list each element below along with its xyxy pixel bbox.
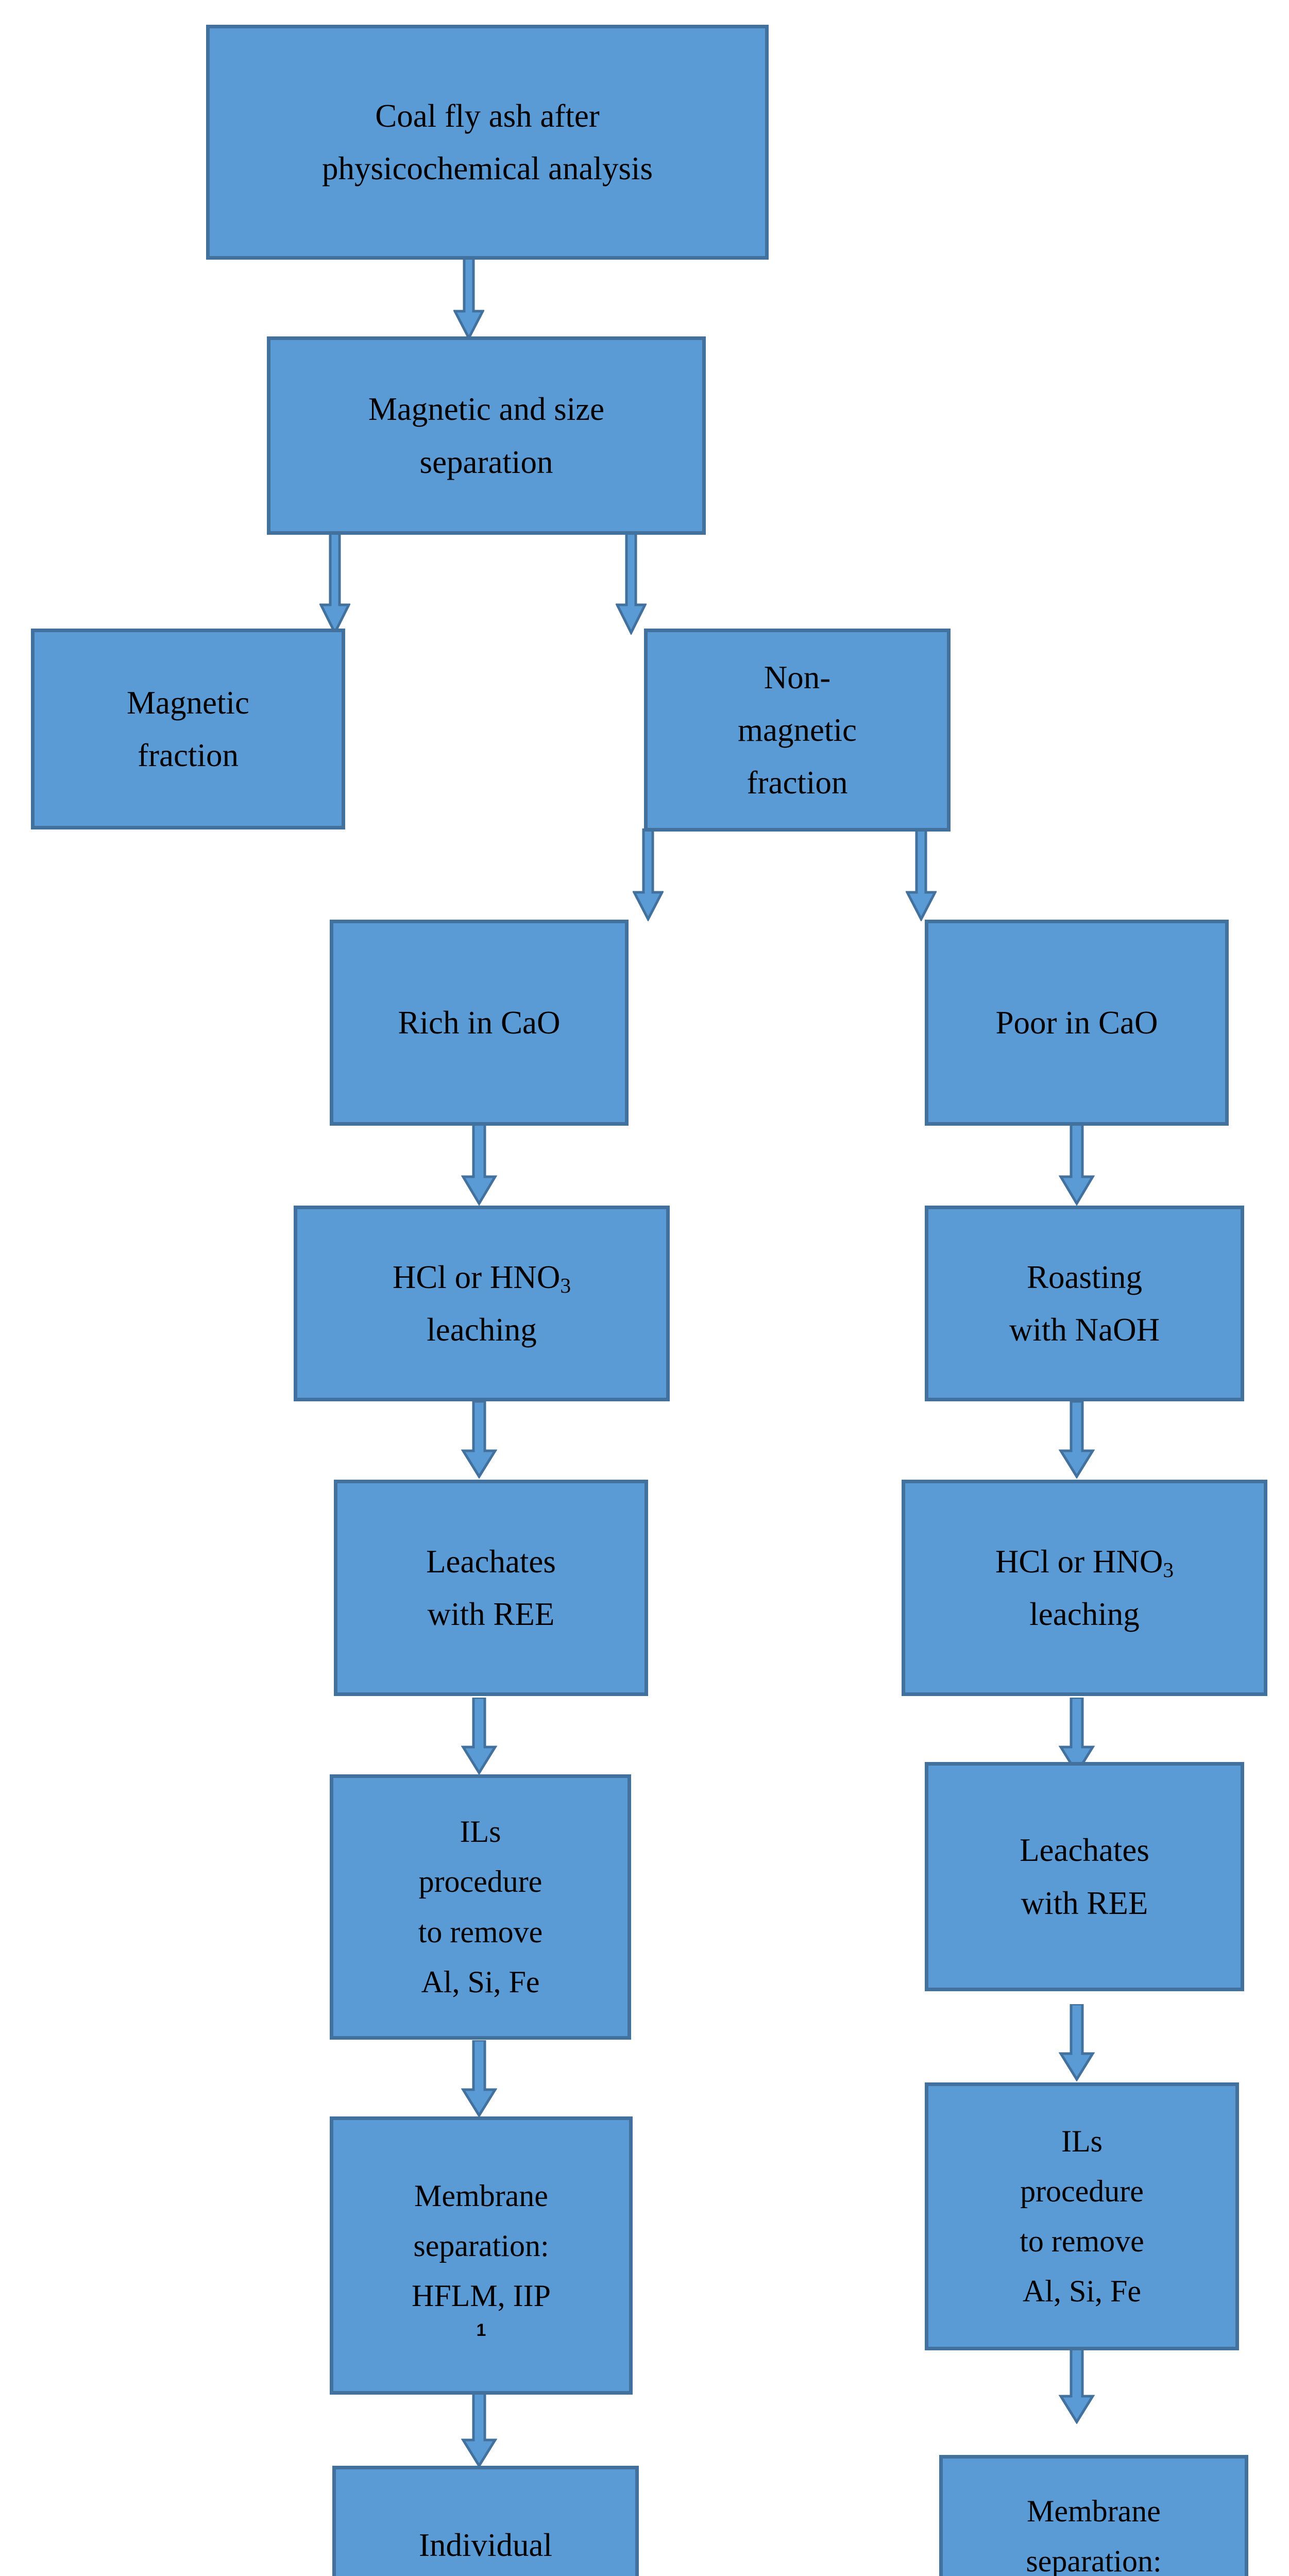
node-left-leachates[interactable]: Leachates with REE (334, 1480, 648, 1696)
node-right-membrane[interactable]: Membrane separation: HFLM, IIP membrane (939, 2455, 1248, 2576)
node-line: Al, Si, Fe (1022, 2274, 1142, 2309)
node-poor-in-cao[interactable]: Poor in CaO (925, 920, 1229, 1126)
arrow-leachates-to-ils-right (1059, 2004, 1095, 2081)
node-left-membrane[interactable]: Membrane separation: HFLM, IIP 1 (330, 2116, 633, 2395)
node-line: procedure (1020, 2174, 1144, 2208)
node-left-ils[interactable]: ILs procedure to remove Al, Si, Fe (330, 1774, 631, 2040)
node-line: Individual (419, 2527, 552, 2563)
arrow-leaching-to-leachates-right (1059, 1698, 1095, 1775)
node-line: Rich in CaO (398, 1004, 561, 1041)
node-line: to remove (418, 1914, 543, 1949)
arrow-coal-ash-to-separation (453, 258, 484, 340)
node-line: HFLM, IIP (411, 2278, 551, 2313)
arrow-separation-to-magnetic-fraction (319, 532, 350, 635)
node-right-acid-leaching[interactable]: HCl or HNO3 leaching (902, 1480, 1267, 1696)
node-line: separation: (1026, 2544, 1162, 2576)
node-line: leaching (1029, 1596, 1140, 1632)
arrow-rich-cao-to-leaching (461, 1123, 497, 1206)
node-line: ILs (460, 1815, 501, 1849)
node-line: leaching (427, 1312, 537, 1348)
node-line: Non- (764, 659, 831, 696)
arrow-leaching-to-leachates-left (461, 1401, 497, 1479)
node-line: separation: (413, 2228, 549, 2263)
node-line: Leachates (1020, 1832, 1149, 1869)
node-line: with NaOH (1009, 1312, 1160, 1348)
node-line: Magnetic and size (368, 391, 605, 428)
node-magnetic-size-separation[interactable]: Magnetic and size separation (267, 336, 706, 535)
node-line: with REE (427, 1596, 555, 1632)
node-rich-in-cao[interactable]: Rich in CaO (330, 920, 629, 1126)
node-line: Roasting (1026, 1259, 1142, 1295)
node-line: physicochemical analysis (321, 150, 653, 187)
node-line: with REE (1021, 1885, 1148, 1921)
node-coal-fly-ash[interactable]: Coal fly ash after physicochemical analy… (206, 25, 769, 260)
node-line: to remove (1020, 2224, 1144, 2258)
node-line-formula: HCl or HNO3 (995, 1543, 1174, 1582)
arrow-leachates-to-ils-left (461, 1698, 497, 1775)
node-line: Leachates (426, 1543, 556, 1580)
node-line: fraction (747, 765, 848, 801)
arrow-separation-to-non-magnetic-fraction (616, 532, 647, 635)
node-line: ILs (1061, 2124, 1103, 2158)
node-trailing-mark: 1 (476, 2320, 486, 2341)
node-line-formula: HCl or HNO3 (392, 1259, 571, 1298)
node-line: Al, Si, Fe (421, 1964, 540, 1999)
node-line: Magnetic (127, 684, 249, 721)
node-left-acid-leaching[interactable]: HCl or HNO3 leaching (294, 1206, 670, 1401)
node-line: REEs (449, 2571, 523, 2576)
node-non-magnetic-fraction[interactable]: Non- magnetic fraction (644, 629, 951, 832)
node-line: procedure (418, 1865, 542, 1899)
node-left-individual-rees[interactable]: Individual REEs (332, 2466, 639, 2576)
node-line: fraction (138, 737, 239, 773)
arrow-roasting-to-leaching-right (1059, 1401, 1095, 1479)
node-magnetic-fraction[interactable]: Magnetic fraction (31, 629, 345, 829)
arrow-poor-cao-to-roasting (1059, 1123, 1095, 1206)
node-line: Membrane (1027, 2494, 1161, 2528)
node-line: Coal fly ash after (375, 97, 600, 134)
node-line: Membrane (414, 2178, 548, 2213)
arrow-non-magnetic-to-rich-cao (633, 828, 664, 921)
arrow-ils-to-membrane-left (461, 2040, 497, 2117)
node-roasting-naoh[interactable]: Roasting with NaOH (925, 1206, 1244, 1401)
arrow-membrane-to-rees-left (461, 2391, 497, 2468)
node-right-leachates[interactable]: Leachates with REE (925, 1762, 1244, 1991)
node-line: magnetic (738, 711, 857, 748)
node-line: separation (419, 444, 553, 480)
arrow-non-magnetic-to-poor-cao (906, 828, 937, 921)
arrow-ils-to-membrane-right (1059, 2347, 1095, 2424)
node-line: Poor in CaO (995, 1004, 1158, 1041)
node-right-ils[interactable]: ILs procedure to remove Al, Si, Fe (925, 2082, 1239, 2350)
